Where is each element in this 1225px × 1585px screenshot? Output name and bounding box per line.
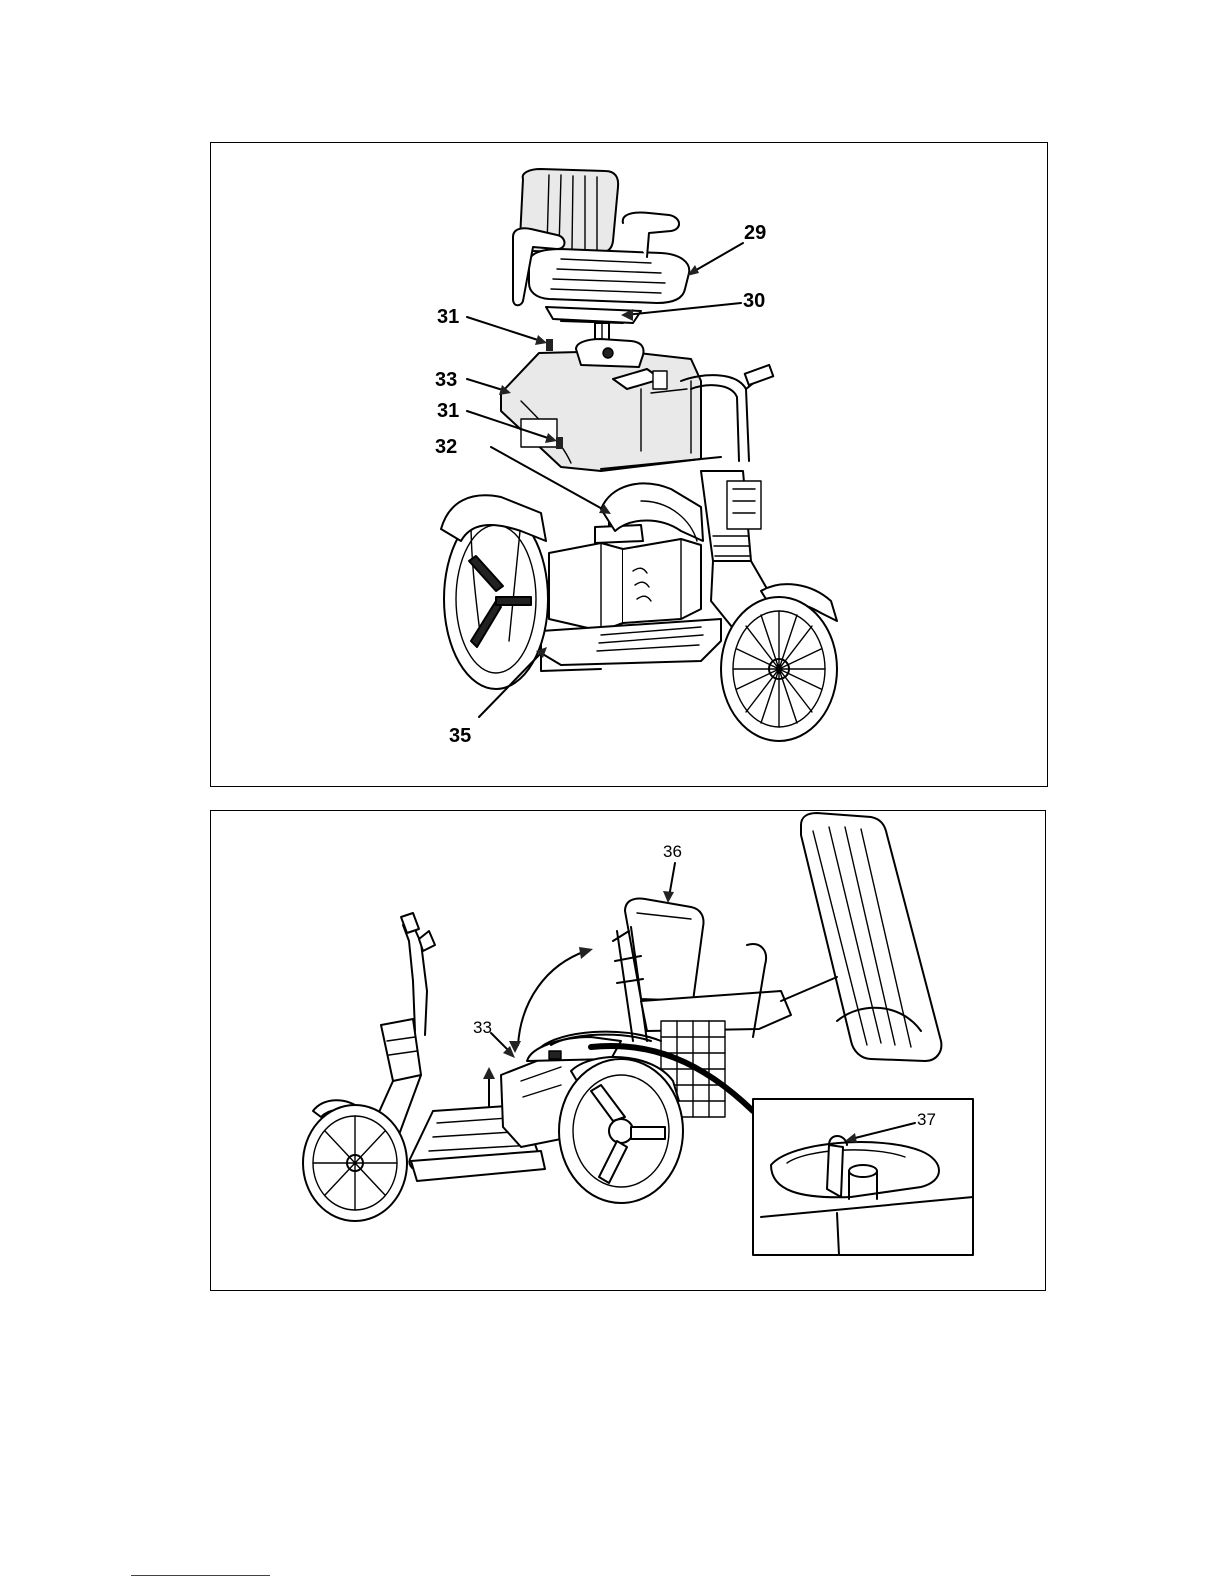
callout-35: 35: [449, 725, 471, 747]
callout-30: 30: [743, 290, 765, 312]
callout-32: 32: [435, 436, 457, 458]
exploded-scooter-illustration: 29 30 31 33 31 32 35: [211, 143, 1047, 786]
callout-33-side: 33: [473, 1018, 492, 1037]
rear-wheel-side-illustration: [559, 1057, 683, 1203]
front-wheel-side-illustration: [303, 1100, 407, 1221]
callout-31-lower: 31: [437, 400, 459, 422]
callout-37: 37: [917, 1110, 936, 1129]
rear-wheel-left-illustration: [441, 495, 548, 689]
canopy-illustration: [801, 813, 941, 1061]
callout-29: 29: [744, 222, 766, 244]
front-wheel-illustration: [721, 584, 837, 741]
inset-detail-illustration: [753, 1099, 973, 1255]
body-shroud-illustration: [501, 339, 721, 471]
callout-31-upper: 31: [437, 306, 459, 328]
callout-36: 36: [663, 842, 682, 861]
figure-panel-exploded-scooter: 29 30 31 33 31 32 35: [210, 142, 1048, 787]
footer-rule: [131, 1575, 270, 1576]
seat-tilt-illustration: 36 33 37: [211, 811, 1045, 1290]
seat-illustration: [513, 169, 689, 323]
callout-33: 33: [435, 369, 457, 391]
figure-panel-seat-tilt: 36 33 37: [210, 810, 1046, 1291]
